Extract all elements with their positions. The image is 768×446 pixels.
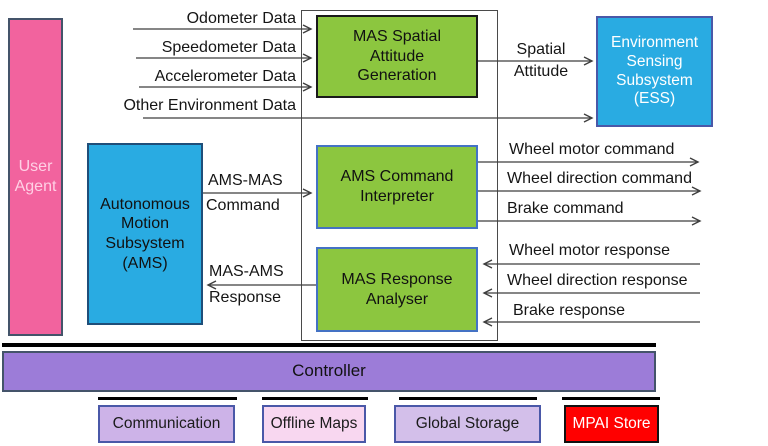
brake-command-label: Brake command: [507, 200, 624, 217]
mas-response-analyser-box: MAS Response Analyser: [316, 247, 478, 332]
autonomous-motion-subsystem-box: Autonomous Motion Subsystem (AMS): [87, 143, 203, 325]
wheel-motor-command-label: Wheel motor command: [509, 141, 675, 158]
odometer-data-label: Odometer Data: [186, 10, 296, 27]
mas-spatial-attitude-generation-box: MAS Spatial Attitude Generation: [316, 15, 478, 98]
environment-sensing-subsystem-box: Environment Sensing Subsystem (ESS): [596, 16, 713, 127]
communication-topline: [98, 397, 237, 400]
mpai-store-box: MPAI Store: [564, 405, 659, 443]
mas-ams-response-label: Response: [209, 289, 282, 306]
brake-response-label: Brake response: [513, 302, 626, 319]
controller-separator-bar: [2, 343, 656, 347]
spatial-attitude-label: Spatial: [516, 41, 566, 58]
mas-container-frame: [301, 10, 498, 341]
user-agent-box: User Agent: [8, 18, 63, 336]
wheel-motor-response-label: Wheel motor response: [509, 242, 670, 259]
communication-box: Communication: [98, 405, 235, 443]
spatial-attitude-label: Attitude: [513, 63, 569, 80]
ams-mas-command-label: Command: [206, 197, 280, 214]
mpai-store-topline: [562, 397, 660, 400]
controller-box: Controller: [2, 351, 656, 392]
mas-ams-response-label: MAS-AMS: [209, 263, 284, 280]
offline-maps-topline: [262, 397, 368, 400]
other-environment-data-label: Other Environment Data: [123, 97, 296, 114]
ams-mas-command-label: AMS-MAS: [208, 172, 283, 189]
offline-maps-box: Offline Maps: [262, 405, 366, 443]
global-storage-box: Global Storage: [394, 405, 541, 443]
wheel-direction-response-label: Wheel direction response: [507, 272, 688, 289]
accelerometer-data-label: Accelerometer Data: [154, 68, 296, 85]
speedometer-data-label: Speedometer Data: [161, 39, 296, 56]
ams-command-interpreter-box: AMS Command Interpreter: [316, 145, 478, 229]
wheel-direction-command-label: Wheel direction command: [507, 170, 692, 187]
global-storage-topline: [399, 397, 537, 400]
